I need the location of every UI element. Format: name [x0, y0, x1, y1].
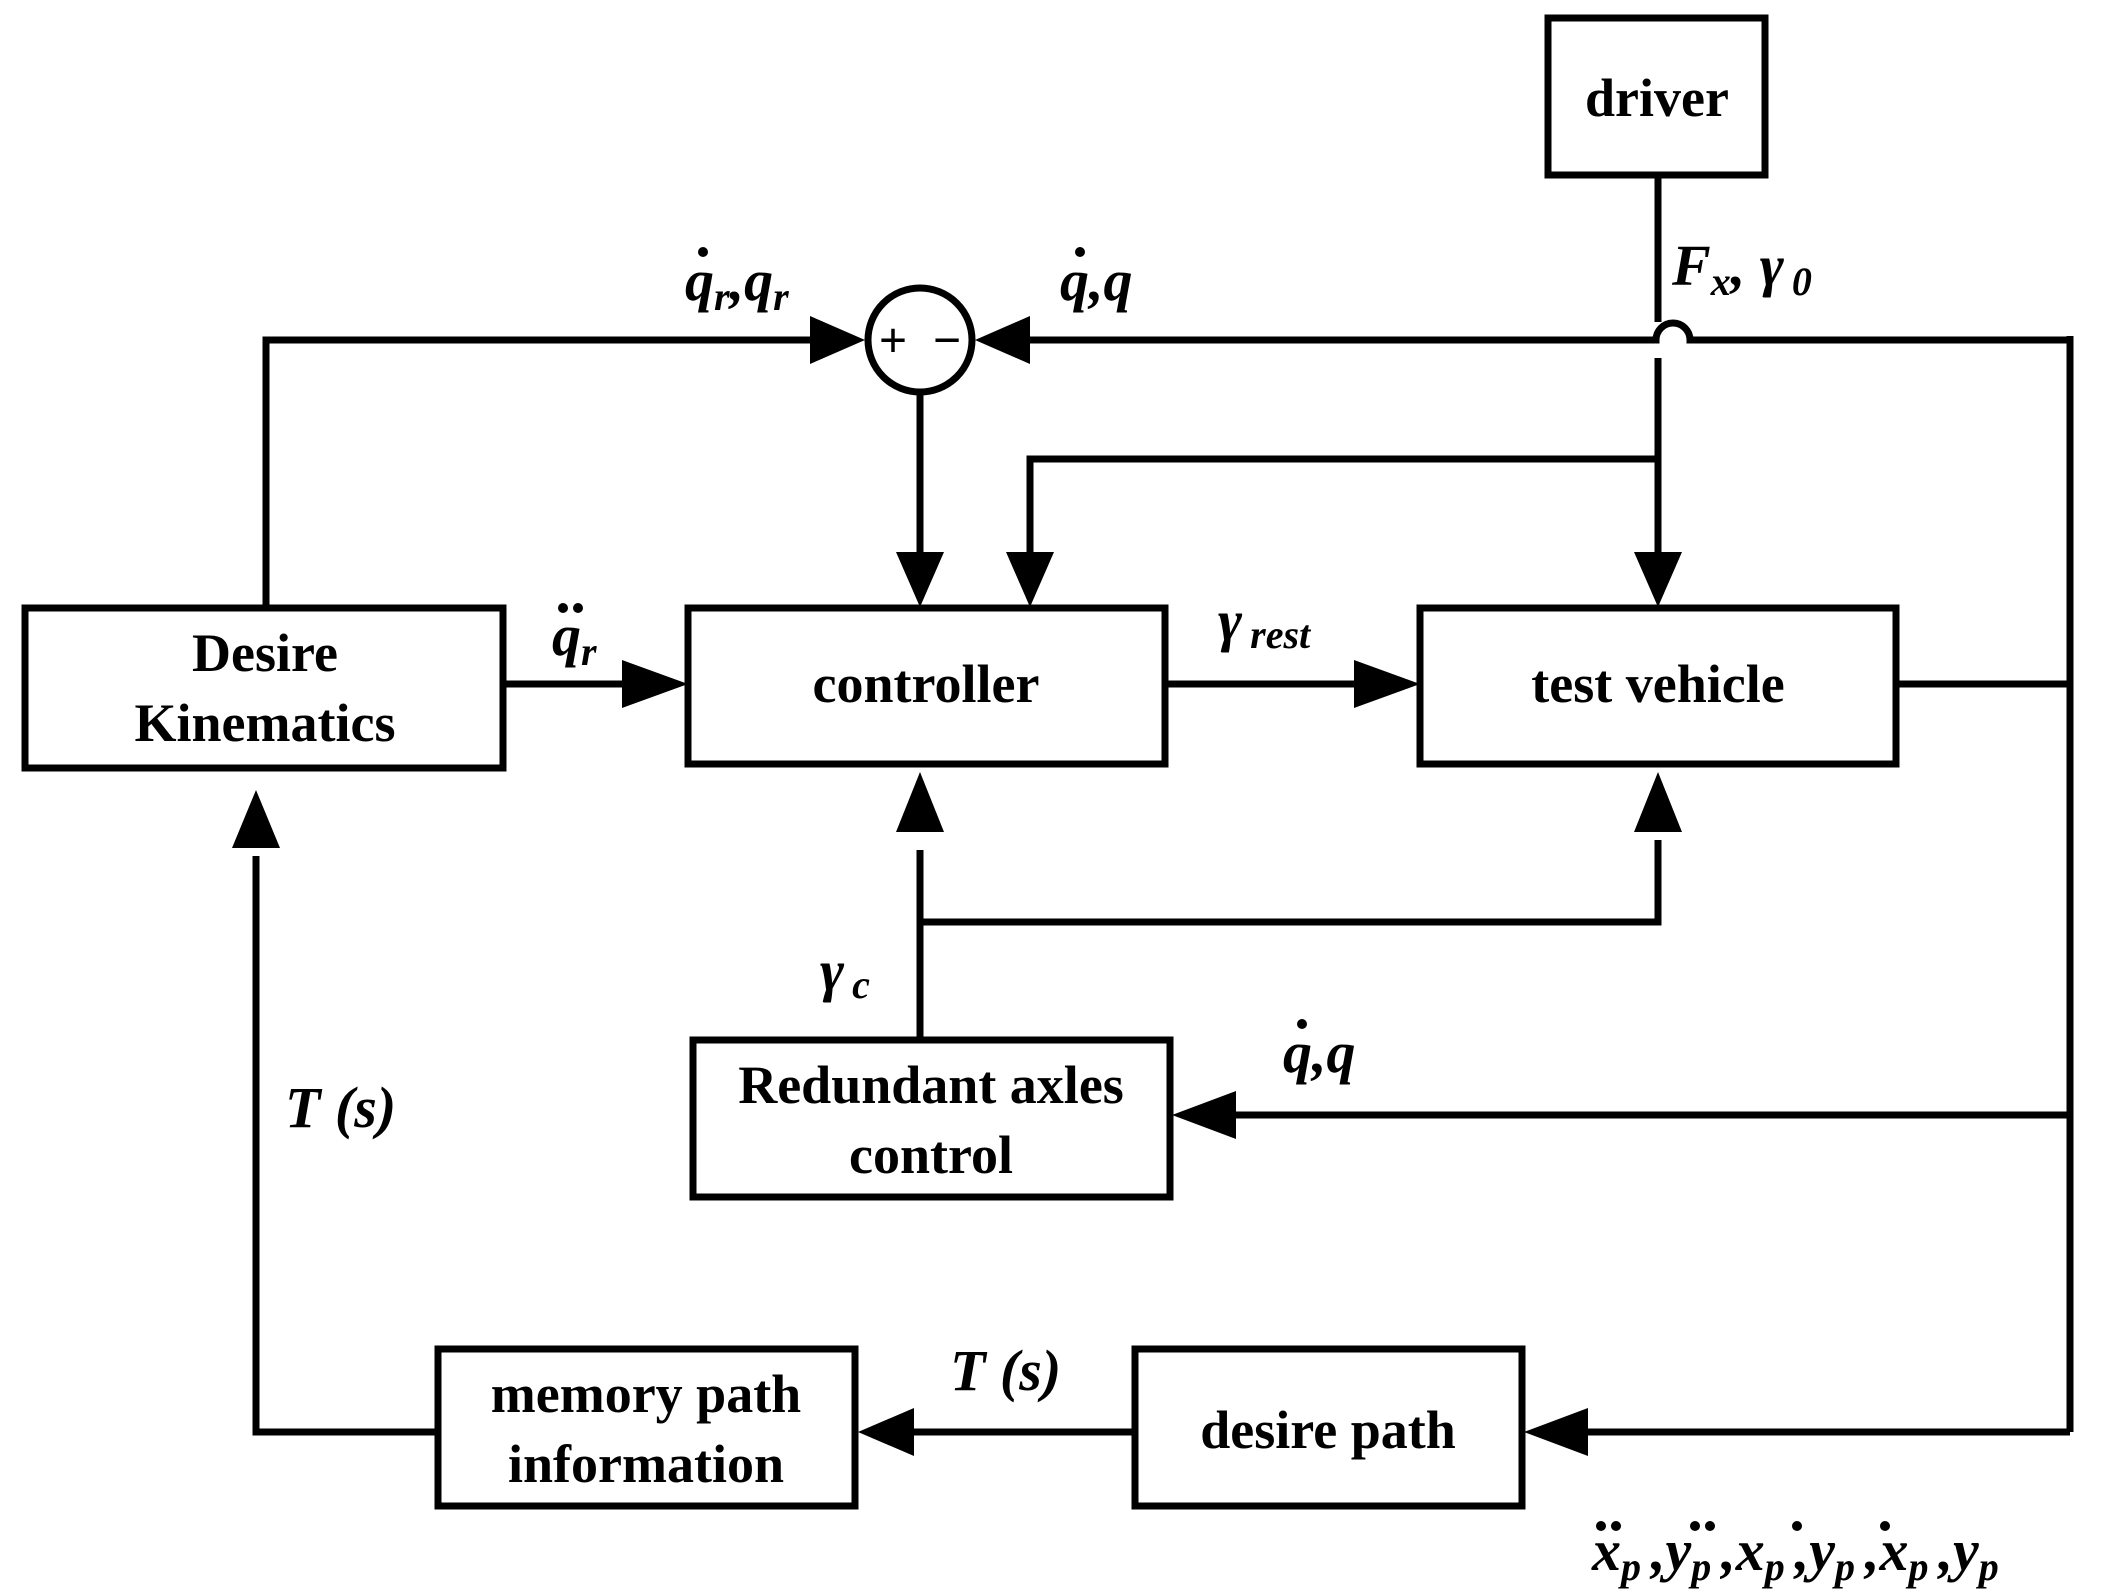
- block-redundant-line2: control: [849, 1125, 1013, 1185]
- term-xp-dot: x: [1735, 1518, 1765, 1583]
- ddot-left: [558, 603, 568, 613]
- signal-fx-sym: F: [1671, 233, 1711, 298]
- term-yp-dot: y: [1803, 1518, 1835, 1583]
- dot-over-q-mid: [1297, 1019, 1307, 1029]
- xy-derivative-dots: [1596, 1521, 1890, 1531]
- arrowhead-redundant-to-controller: [896, 772, 944, 832]
- signal-gamma-c-sym: γ: [820, 938, 845, 1003]
- signal-qr-dot-sym: q: [685, 248, 714, 313]
- term-sep-1: ,: [1649, 1518, 1666, 1583]
- signal-gamma0-sym: γ: [1760, 233, 1785, 298]
- arrowhead-driver-to-vehicle: [1634, 552, 1682, 607]
- summing-junction: + −: [864, 284, 976, 396]
- arrowhead-kinematics-to-controller: [622, 660, 688, 708]
- block-memory-path-line1: memory path: [491, 1364, 801, 1424]
- signal-q-dot-q-top-text: q,q: [1060, 248, 1133, 313]
- signal-qr-ddot: qr: [552, 603, 597, 674]
- block-desire-kinematics-line1: Desire: [192, 623, 338, 683]
- sum-plus-sign: +: [879, 312, 908, 368]
- block-memory-path-information: memory path information: [434, 1345, 859, 1510]
- block-test-vehicle-label: test vehicle: [1531, 654, 1784, 714]
- svg-text:γc: γc: [820, 938, 870, 1007]
- signal-fx-sep: ,: [1729, 233, 1760, 298]
- signal-fx-sub: x: [1710, 259, 1731, 304]
- signal-gamma-rest-sub: rest: [1250, 612, 1312, 657]
- signal-gamma-rest-sym: γ: [1218, 588, 1243, 653]
- signal-qr-dot-qr: qr,qr: [685, 247, 789, 319]
- block-desire-kinematics: Desire Kinematics: [21, 604, 507, 772]
- block-controller: controller: [684, 604, 1169, 768]
- signal-qr-ddot-sub: r: [581, 629, 597, 674]
- connection-lines: [252, 176, 2074, 1436]
- signal-qr-sep: ,: [728, 248, 745, 313]
- block-test-vehicle: test vehicle: [1416, 604, 1900, 768]
- block-redundant-axles-control: Redundant axles control: [689, 1036, 1174, 1201]
- block-desire-path: desire path: [1131, 1345, 1526, 1510]
- term-yp-ddot: y: [1660, 1518, 1692, 1583]
- signal-qr-dot-sub: r: [714, 274, 730, 319]
- arrowhead-into-sum-left: [810, 316, 865, 364]
- block-desire-path-label: desire path: [1200, 1400, 1456, 1460]
- arrowhead-driver-to-controller: [1006, 552, 1054, 607]
- signal-q-dot-q-top: q,q: [1060, 247, 1133, 313]
- term-sep-5: ,: [1937, 1518, 1954, 1583]
- term-yp: y: [1947, 1518, 1979, 1583]
- arrowheads: [232, 316, 1682, 1456]
- term-sep-4: ,: [1863, 1518, 1880, 1583]
- arrowhead-memory-to-kinematics: [232, 790, 280, 848]
- dot-over-q-top: [1075, 247, 1085, 257]
- term-sep-2: ,: [1719, 1518, 1736, 1583]
- wire-memory-to-kinematics: [252, 856, 438, 1436]
- arrowhead-desire-to-memory: [858, 1408, 914, 1456]
- arrowhead-bus-to-desire-path: [1524, 1408, 1588, 1456]
- block-memory-path-line2: information: [508, 1434, 784, 1494]
- wire-feedback-to-sum: [1020, 319, 2070, 344]
- term-xp-dot-sub: p: [1762, 1544, 1785, 1589]
- signal-gamma-c-sub: c: [852, 962, 870, 1007]
- term-yp-dot-sub: p: [1832, 1544, 1855, 1589]
- term-yp-sub: p: [1976, 1544, 1999, 1589]
- svg-text:qr,qr: qr,qr: [685, 248, 789, 319]
- block-redundant-line1: Redundant axles: [738, 1055, 1124, 1115]
- block-driver: driver: [1544, 14, 1769, 179]
- svg-text:Fx, γ0: Fx, γ0: [1671, 233, 1812, 304]
- arrowhead-bus-to-redundant: [1172, 1091, 1236, 1139]
- term-yp-ddot-sub: p: [1688, 1544, 1711, 1589]
- svg-text:qr: qr: [552, 603, 597, 674]
- wire-kinematics-to-sum: [262, 336, 815, 608]
- term-sep-3: ,: [1793, 1518, 1810, 1583]
- block-driver-label: driver: [1585, 68, 1729, 128]
- signal-xy-terms: xp,yp,xp,yp,xp,yp: [1591, 1518, 1999, 1589]
- dot-over-qr: [698, 247, 708, 257]
- wire-redundant-to-vehicle: [920, 840, 1662, 926]
- signal-ts-left: T (s): [285, 1075, 396, 1140]
- term-xp-sub: p: [1906, 1544, 1929, 1589]
- signal-q-dot-q-mid-text: q,q: [1283, 1020, 1356, 1085]
- ddot-right: [573, 603, 583, 613]
- block-desire-kinematics-line2: Kinematics: [135, 693, 396, 753]
- signal-ts-bottom: T (s): [950, 1338, 1061, 1403]
- arrowhead-into-sum-right: [975, 316, 1030, 364]
- term-xp-ddot-sub: p: [1618, 1544, 1641, 1589]
- signal-gamma0-sub: 0: [1792, 259, 1812, 304]
- arrowhead-redundant-to-vehicle: [1634, 772, 1682, 832]
- arrowhead-controller-to-vehicle: [1354, 660, 1420, 708]
- signal-qr-ddot-sym: q: [552, 603, 581, 668]
- arrowhead-sum-to-controller: [896, 552, 944, 607]
- signal-q-dot-q-mid: q,q: [1283, 1019, 1356, 1085]
- sum-minus-sign: −: [933, 312, 962, 368]
- block-controller-label: controller: [813, 654, 1040, 714]
- signal-qr-sub: r: [773, 274, 789, 319]
- wire-driver-to-controller: [1026, 455, 1658, 560]
- signal-qr-sym: q: [744, 248, 773, 313]
- svg-text:xp,yp,xp,yp,xp,yp: xp,yp,xp,yp,xp,yp: [1591, 1518, 1999, 1589]
